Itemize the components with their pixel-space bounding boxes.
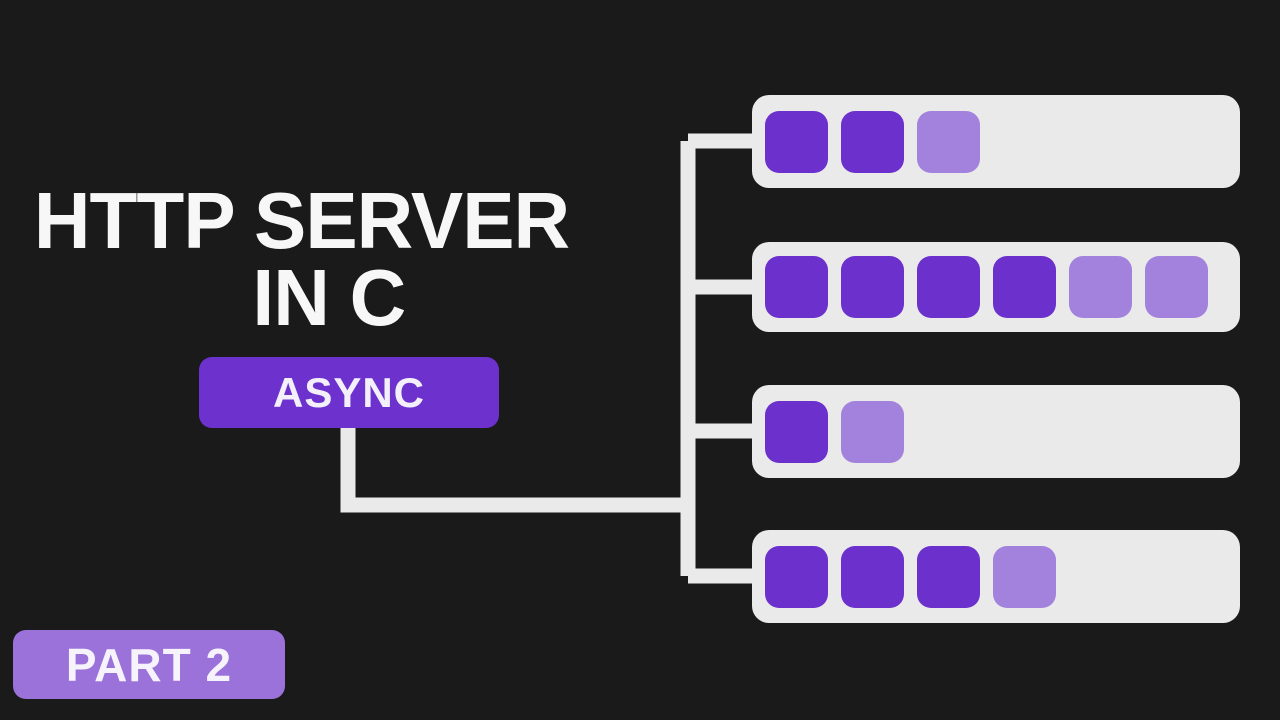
block-r3-c1 xyxy=(765,400,828,463)
title-line-1: HTTP SERVER xyxy=(33,176,570,265)
diagram-bar-3 xyxy=(752,385,1240,478)
block-r1-c2 xyxy=(841,110,904,173)
block-r1-c1 xyxy=(765,110,828,173)
stem-from-async xyxy=(340,424,688,513)
block-r2-c2 xyxy=(841,256,904,318)
part-badge-label: PART 2 xyxy=(65,638,233,691)
block-r4-c4 xyxy=(993,545,1056,608)
block-r4-c3 xyxy=(917,545,980,608)
page-title: HTTP SERVER IN C xyxy=(28,176,668,342)
block-r2-c3 xyxy=(917,256,980,318)
block-r2-c4 xyxy=(993,256,1056,318)
block-r4-c1 xyxy=(765,545,828,608)
block-r2-c1 xyxy=(765,256,828,318)
block-r1-c3 xyxy=(917,110,980,173)
part-badge: PART 2 xyxy=(13,630,285,699)
block-r2-c5 xyxy=(1069,256,1132,318)
async-badge: ASYNC xyxy=(199,357,499,428)
diagram-bar-1 xyxy=(752,95,1240,188)
title-line-2: IN C xyxy=(252,252,406,342)
async-badge-label: ASYNC xyxy=(272,368,426,416)
block-r3-c2 xyxy=(841,400,904,463)
block-r2-c6 xyxy=(1145,256,1208,318)
diagram-bar-2 xyxy=(752,242,1240,332)
block-r4-c2 xyxy=(841,545,904,608)
diagram-bar-4 xyxy=(752,530,1240,623)
